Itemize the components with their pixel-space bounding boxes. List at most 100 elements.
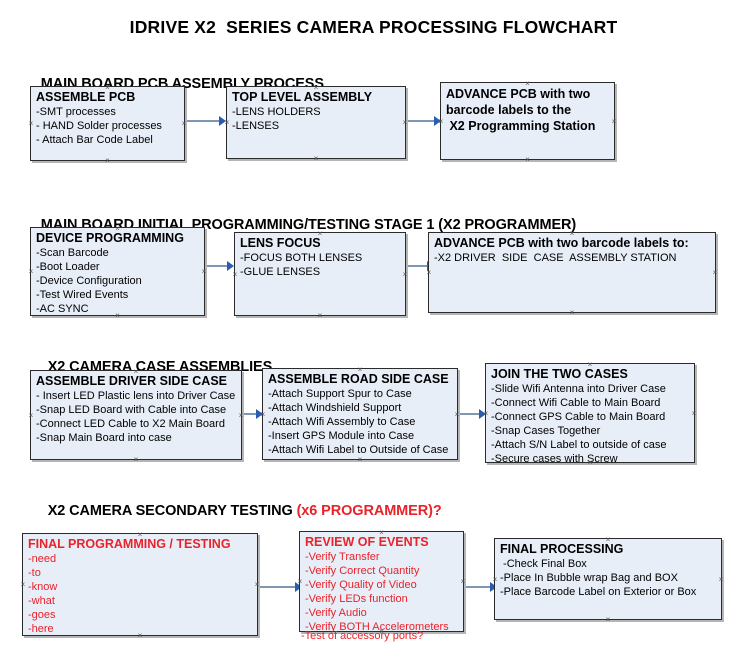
flow-box-header: FINAL PROGRAMMING / TESTING (28, 537, 231, 551)
flow-box-line: -Place Barcode Label on Exterior or Box (500, 586, 697, 598)
resize-handle-bottom-icon[interactable] (114, 312, 121, 319)
connector-arrow-line (244, 413, 260, 415)
flow-box-line: -Secure cases with Screw (491, 453, 618, 465)
resize-handle-left-icon[interactable] (28, 268, 35, 275)
flow-box-review-of-events[interactable]: REVIEW OF EVENTS -Verify Transfer -Verif… (297, 529, 467, 633)
flow-box-final-processing[interactable]: FINAL PROCESSING -Check Final Box -Place… (494, 538, 722, 620)
flow-box-join-the-two-cases[interactable]: JOIN THE TWO CASES -Slide Wifi Antenna i… (483, 361, 698, 466)
resize-handle-right-icon[interactable] (611, 118, 618, 125)
page-title: IDRIVE X2 SERIES CAMERA PROCESSING FLOWC… (129, 17, 618, 37)
resize-handle-left-icon[interactable] (20, 581, 27, 588)
resize-handle-right-icon[interactable] (712, 269, 719, 276)
flow-box-line: -Slide Wifi Antenna into Driver Case (491, 383, 666, 395)
flow-box-header: ADVANCE PCB with two (446, 87, 591, 101)
flow-box-line: -GLUE LENSES (240, 266, 321, 278)
resize-handle-bottom-icon[interactable] (137, 632, 144, 639)
resize-handle-bottom-icon[interactable] (317, 312, 324, 319)
flow-box-line: -Place In Bubble wrap Bag and BOX (500, 572, 678, 584)
flow-box-line: -Verify BOTH Accelerometers (305, 621, 449, 633)
resize-handle-left-icon[interactable] (224, 119, 231, 126)
flow-box-assemble-driver-side-case[interactable]: ASSEMBLE DRIVER SIDE CASE - Insert LED P… (30, 370, 242, 460)
flow-box-header: ASSEMBLE PCB (36, 90, 136, 104)
resize-handle-bottom-icon[interactable] (133, 456, 140, 463)
section-heading-4-red-text: (x6 PROGRAMMER)? (296, 503, 442, 519)
flow-box-header: REVIEW OF EVENTS (305, 535, 429, 549)
resize-handle-right-icon[interactable] (402, 271, 409, 278)
resize-handle-left-icon[interactable] (483, 410, 490, 417)
resize-handle-bottom-icon[interactable] (357, 456, 364, 463)
flow-box-header: DEVICE PROGRAMMING (36, 231, 184, 245)
flow-box-device-programming[interactable]: DEVICE PROGRAMMING -Scan Barcode -Boot L… (30, 227, 205, 316)
flow-box-line: X2 Programming Station (446, 119, 596, 133)
flow-box-assemble-pcb[interactable]: ASSEMBLE PCB -SMT processes - HAND Solde… (30, 86, 185, 161)
flow-box-line: -LENSES (232, 120, 280, 132)
flow-box-line: -Verify Audio (305, 607, 367, 619)
flow-box-line: -Verify Correct Quantity (305, 565, 420, 577)
resize-handle-left-icon[interactable] (260, 411, 267, 418)
resize-handle-top-icon[interactable] (605, 536, 612, 543)
flow-box-line: -Insert GPS Module into Case (268, 430, 415, 442)
flow-box-line: - Insert LED Plastic lens into Driver Ca… (36, 390, 236, 402)
resize-handle-top-icon[interactable] (114, 225, 121, 232)
flow-box-header: ASSEMBLE DRIVER SIDE CASE (36, 374, 228, 388)
flow-box-line: -need (28, 553, 57, 565)
flow-box-header: ADVANCE PCB with two barcode labels to: (434, 236, 689, 250)
resize-handle-top-icon[interactable] (133, 368, 140, 375)
resize-handle-top-icon[interactable] (378, 529, 385, 536)
resize-handle-right-icon[interactable] (201, 268, 208, 275)
flow-box-line: -Attach Windshield Support (268, 402, 402, 414)
flow-box-header: LENS FOCUS (240, 236, 321, 250)
resize-handle-top-icon[interactable] (137, 531, 144, 538)
flow-box-assemble-road-side-case[interactable]: ASSEMBLE ROAD SIDE CASE -Attach Support … (262, 368, 458, 460)
resize-handle-bottom-icon[interactable] (524, 156, 531, 163)
resize-handle-top-icon[interactable] (587, 361, 594, 368)
flow-box-line: -LENS HOLDERS (232, 106, 321, 118)
resize-handle-right-icon[interactable] (691, 410, 698, 417)
flow-box-line: -goes (28, 609, 56, 621)
flow-box-line: -Attach Support Spur to Case (268, 388, 412, 400)
flow-box-line: -Verify LEDs function (305, 593, 408, 605)
resize-handle-right-icon[interactable] (718, 576, 725, 583)
resize-handle-bottom-icon[interactable] (104, 157, 111, 164)
flow-box-line: -X2 DRIVER SIDE CASE ASSEMBLY STATION (434, 252, 677, 264)
flow-box-line: -Device Configuration (36, 275, 142, 287)
resize-handle-top-icon[interactable] (569, 230, 576, 237)
resize-handle-left-icon[interactable] (28, 120, 35, 127)
flow-box-line: -Attach Wifi Label to Outside of Case (268, 444, 449, 456)
resize-handle-top-icon[interactable] (357, 366, 364, 373)
flow-box-line: -here (28, 623, 54, 635)
resize-handle-top-icon[interactable] (317, 230, 324, 237)
connector-arrow-line (408, 265, 429, 267)
resize-handle-left-icon[interactable] (438, 118, 445, 125)
resize-handle-bottom-icon[interactable] (587, 459, 594, 466)
flow-box-line: -Scan Barcode (36, 247, 109, 259)
resize-handle-bottom-icon[interactable] (605, 616, 612, 623)
flow-box-top-level-assembly[interactable]: TOP LEVEL ASSEMBLY -LENS HOLDERS -LENSES (226, 86, 406, 159)
flow-box-header: ASSEMBLE ROAD SIDE CASE (268, 372, 449, 386)
flow-box-line: - HAND Solder processes (36, 120, 162, 132)
connector-arrow-head-icon (227, 261, 234, 271)
resize-handle-left-icon[interactable] (232, 271, 239, 278)
resize-handle-bottom-icon[interactable] (569, 309, 576, 316)
flow-box-final-programming-testing[interactable]: FINAL PROGRAMMING / TESTING -need -to -k… (22, 533, 258, 636)
resize-handle-bottom-icon[interactable] (313, 155, 320, 162)
resize-handle-left-icon[interactable] (426, 269, 433, 276)
flow-box-line: -Snap Main Board into case (36, 432, 172, 444)
resize-handle-right-icon[interactable] (460, 578, 467, 585)
flow-box-advance-pcb-2[interactable]: ADVANCE PCB with two barcode labels to: … (428, 232, 716, 313)
flow-box-lens-focus[interactable]: LENS FOCUS -FOCUS BOTH LENSES -GLUE LENS… (234, 232, 406, 316)
connector-arrow-line (460, 413, 482, 415)
connector-arrow-line (466, 586, 492, 588)
resize-handle-left-icon[interactable] (297, 578, 304, 585)
flow-box-line: -Test Wired Events (36, 289, 129, 301)
connector-arrow-line (207, 265, 229, 267)
resize-handle-top-icon[interactable] (524, 80, 531, 87)
resize-handle-top-icon[interactable] (313, 84, 320, 91)
flow-box-line: -Connect LED Cable to X2 Main Board (36, 418, 225, 430)
section-heading-4: X2 CAMERA SECONDARY TESTING (x6 PROGRAMM… (32, 487, 442, 535)
resize-handle-left-icon[interactable] (28, 412, 35, 419)
flow-box-line: -AC SYNC (36, 303, 89, 315)
flow-box-advance-pcb-1[interactable]: ADVANCE PCB with two barcode labels to t… (440, 82, 615, 160)
resize-handle-top-icon[interactable] (104, 84, 111, 91)
resize-handle-left-icon[interactable] (492, 576, 499, 583)
